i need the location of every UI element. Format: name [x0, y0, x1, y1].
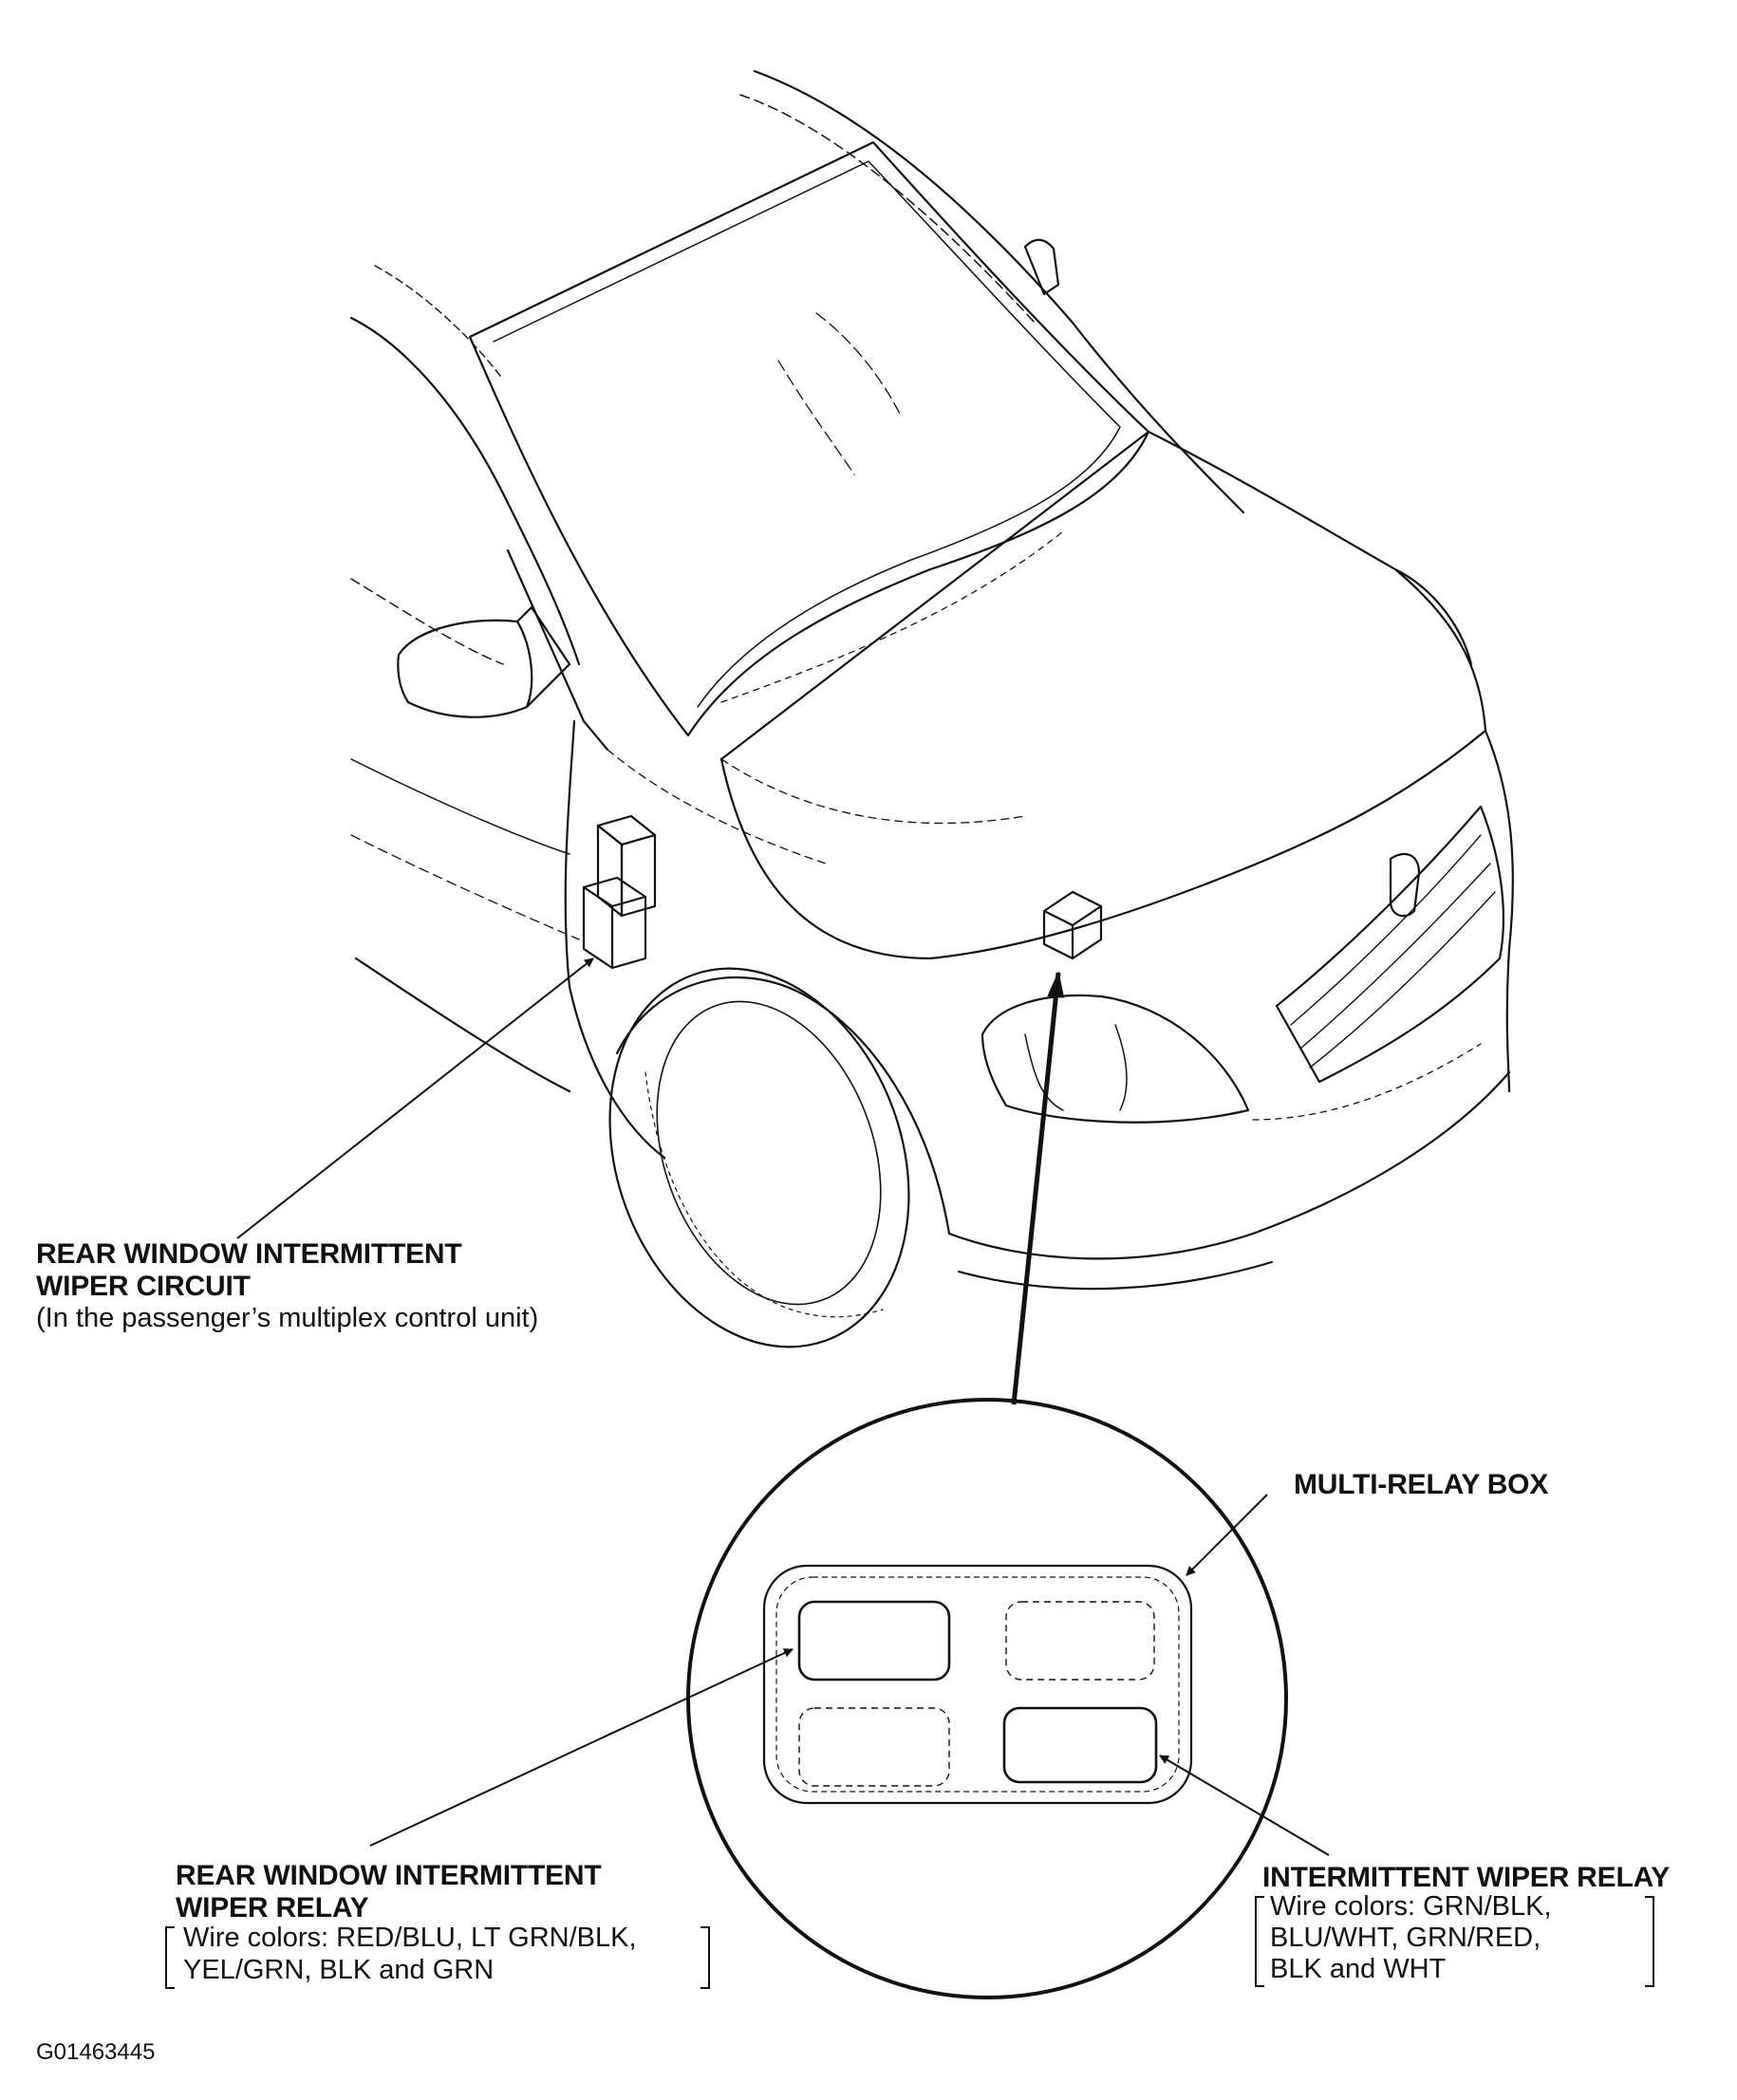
left-door-line-3 [350, 834, 580, 940]
roof-line-outer [753, 69, 1245, 514]
vehicle-outline [349, 69, 1514, 1348]
rear-circuit-title-2: WIPER CIRCUIT [36, 1271, 251, 1302]
rear-circuit-note: (In the passenger’s multiplex control un… [36, 1303, 539, 1333]
leader-rear-wiper-relay [369, 1648, 794, 1847]
figure-id: G01463445 [36, 2039, 156, 2065]
leader-to-relay-box [1011, 971, 1065, 1405]
left-door-line-2 [350, 758, 570, 855]
intermittent-relay-title: INTERMITTENT WIPER RELAY [1262, 1862, 1671, 1893]
headlight [981, 994, 1250, 1124]
rear-wiper-relay-bracket-left [165, 1926, 175, 1989]
left-roof-rail-dash [374, 265, 504, 381]
intermittent-relay-wires-1: Wire colors: GRN/BLK, [1270, 1891, 1552, 1922]
intermittent-relay-wires-2: BLU/WHT, GRN/RED, [1270, 1923, 1541, 1953]
relay-box-outline [762, 1564, 1193, 1805]
left-side-mirror [397, 619, 533, 718]
windshield-outer [468, 140, 1150, 737]
right-mirror-stub [1023, 238, 1060, 296]
rear-wiper-relay-title-2: WIPER RELAY [176, 1892, 369, 1923]
rear-wiper-relay-bracket-right [700, 1926, 710, 1989]
intermittent-relay-bracket-right [1645, 1896, 1654, 1987]
rear-wiper-relay-title-1: REAR WINDOW INTERMITTENT [176, 1860, 602, 1891]
front-fender [564, 719, 666, 1160]
left-side-mirror-mount [515, 605, 571, 709]
left-roof-rail [349, 316, 581, 666]
tire-tread [644, 1071, 884, 1318]
hood-crease [720, 758, 1026, 825]
intermittent-wiper-relay-slot [1002, 1706, 1158, 1784]
grille-outer [1275, 805, 1504, 1084]
empty-slot-bottom-left [798, 1707, 950, 1787]
grille-emblem [1389, 852, 1421, 918]
fender-line [607, 749, 827, 864]
windshield-reflection-2 [815, 312, 903, 418]
wheel-arch [615, 976, 951, 1236]
left-body-lower [354, 957, 571, 1093]
leader-rear-circuit [236, 957, 594, 1239]
multi-relay-box-label: MULTI-RELAY BOX [1294, 1469, 1549, 1500]
rear-wiper-relay-slot [797, 1600, 951, 1682]
rear-circuit-title-1: REAR WINDOW INTERMITTENT [36, 1238, 462, 1270]
intermittent-relay-wires-3: BLK and WHT [1270, 1954, 1447, 1984]
front-tire-inner [656, 1000, 882, 1306]
rear-wiper-relay-wires-1: Wire colors: RED/BLU, LT GRN/BLK, [183, 1923, 637, 1953]
hood-outline [719, 430, 1487, 960]
a-pillar-trim [506, 548, 609, 752]
front-tire [608, 967, 910, 1348]
rear-wiper-relay-wires-2: YEL/GRN, BLK and GRN [183, 1955, 495, 1985]
windshield-reflection-1 [777, 360, 855, 475]
front-corner [1484, 729, 1514, 1093]
leader-intermittent-relay [1159, 1755, 1330, 1856]
magnifier-circle [686, 1398, 1288, 1999]
front-bumper-lower [957, 1260, 1274, 1291]
wiper-line [720, 530, 1064, 703]
left-door-line-1 [350, 578, 504, 665]
empty-slot-top-right [1005, 1601, 1155, 1681]
multi-relay-box-small [1042, 890, 1103, 960]
roof-line-inner [739, 94, 1036, 324]
fog-lamp-line [1252, 1043, 1482, 1121]
intermittent-relay-bracket-left [1255, 1896, 1264, 1987]
magnified-view [686, 1398, 1288, 1999]
multiplex-control-unit [582, 814, 657, 970]
relay-box-inner [775, 1576, 1180, 1793]
hood-edge-right [1393, 567, 1473, 666]
headlight-inner [1024, 1024, 1128, 1111]
windshield-inner [493, 160, 1121, 708]
grille-slats [1290, 834, 1496, 1069]
leader-multi-relay-box [1186, 1494, 1268, 1576]
